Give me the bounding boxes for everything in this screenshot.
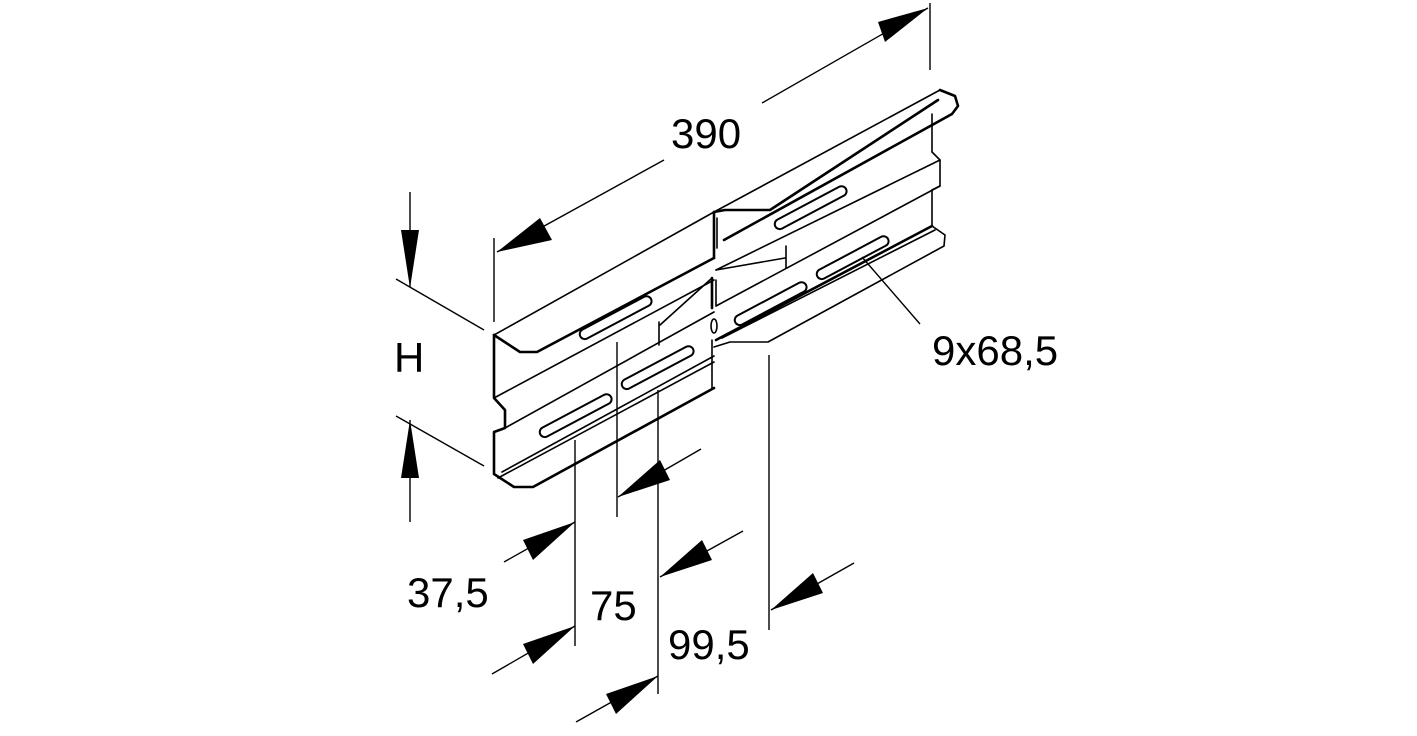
dimension-length	[493, 3, 931, 322]
arrow-icon	[401, 230, 419, 288]
offset-99-5-label: 99,5	[668, 621, 750, 668]
arrow-icon	[660, 540, 712, 577]
arrow-icon	[401, 420, 419, 478]
slot	[815, 235, 890, 281]
arrow-icon	[771, 573, 823, 610]
slot	[733, 281, 808, 327]
slots	[538, 185, 890, 439]
offset-75-label: 75	[590, 582, 637, 629]
height-label: H	[394, 334, 425, 381]
connector-plate	[492, 88, 960, 489]
dimension-height	[395, 192, 485, 522]
slot	[538, 393, 613, 439]
dimension-offset-75	[575, 390, 744, 723]
slot	[620, 345, 695, 391]
arrow-icon	[606, 676, 658, 714]
slot-size-leader	[861, 256, 921, 325]
offset-37-5-label: 37,5	[407, 569, 489, 616]
dimension-offset-99-5	[768, 355, 855, 630]
arrow-icon	[497, 218, 552, 252]
slot	[773, 185, 848, 231]
slot	[578, 295, 653, 341]
arrow-icon	[878, 8, 928, 42]
length-label: 390	[671, 110, 742, 157]
arrow-icon	[618, 460, 670, 497]
dimension-offset-37-5	[491, 342, 618, 675]
arrow-icon	[523, 626, 575, 664]
slot-size-label: 9x68,5	[932, 327, 1059, 374]
arrow-icon	[523, 522, 575, 560]
